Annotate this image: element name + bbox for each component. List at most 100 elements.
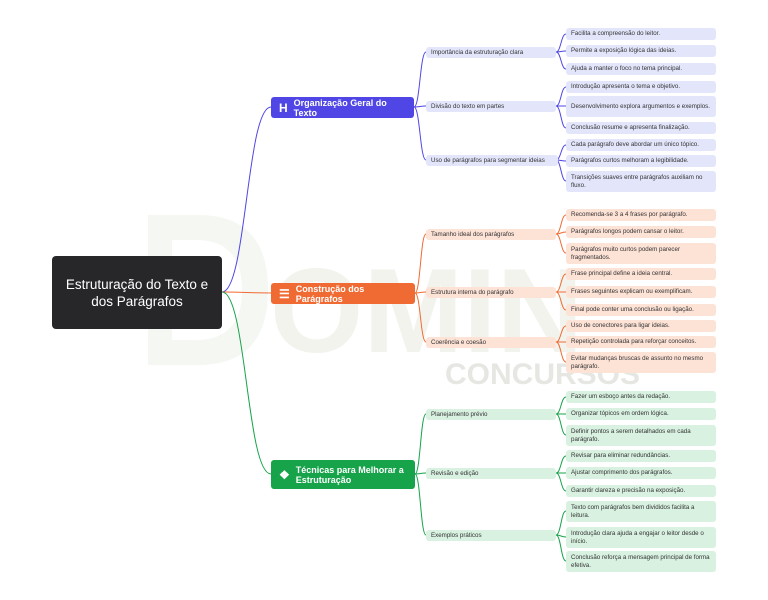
leaf-node[interactable]: Introdução apresenta o tema e objetivo.	[566, 81, 716, 93]
leaf-text: Garantir clareza e precisão na exposição…	[571, 487, 686, 495]
connector-line	[555, 455, 567, 474]
leaf-text: Uso de conectores para ligar ideias.	[571, 322, 670, 330]
leaf-text: Fazer um esboço antes da redação.	[571, 393, 671, 401]
subtopic-node[interactable]: Estrutura interna do parágrafo	[426, 287, 556, 298]
connector-line	[221, 291, 272, 294]
leaf-node[interactable]: Organizar tópicos em ordem lógica.	[566, 408, 716, 420]
leaf-node[interactable]: Parágrafos muito curtos podem parecer fr…	[566, 243, 716, 264]
leaf-text: Parágrafos curtos melhoram a legibilidad…	[571, 157, 689, 165]
leaf-text: Transições suaves entre parágrafos auxil…	[571, 173, 703, 189]
branch-label: Organização Geral do Texto	[293, 97, 387, 118]
leaf-node[interactable]: Cada parágrafo deve abordar um único tóp…	[566, 139, 716, 151]
connector-line	[555, 214, 567, 235]
subtopic-node[interactable]: Divisão do texto em partes	[426, 101, 556, 112]
connector-line	[555, 510, 567, 536]
connector-line	[413, 51, 427, 108]
connector-line	[414, 413, 427, 475]
subtopic-label: Coerência e coesão	[431, 339, 487, 346]
root-node[interactable]: Estruturação do Texto e dos Parágrafos	[52, 256, 222, 329]
leaf-node[interactable]: Evitar mudanças bruscas de assunto no me…	[566, 352, 716, 373]
leaf-node[interactable]: Conclusão resume e apresenta finalização…	[566, 122, 716, 134]
subtopic-label: Importância da estruturação clara	[431, 49, 524, 56]
leaf-text: Evitar mudanças bruscas de assunto no me…	[571, 354, 704, 370]
connector-line	[555, 231, 567, 235]
subtopic-node[interactable]: Exemplos práticos	[426, 530, 556, 541]
leaf-text: Introdução clara ajuda a engajar o leito…	[571, 529, 704, 545]
leaf-text: Cada parágrafo deve abordar um único tóp…	[571, 141, 699, 149]
leaf-text: Permite a exposição lógica das ideias.	[571, 47, 677, 55]
leaf-node[interactable]: Ajustar comprimento dos parágrafos.	[566, 467, 716, 479]
connector-line	[413, 105, 427, 108]
leaf-node[interactable]: Definir pontos a serem detalhados em cad…	[566, 425, 716, 446]
connector-line	[555, 413, 567, 436]
leaf-text: Final pode conter uma conclusão ou ligaç…	[571, 306, 694, 314]
leaf-node[interactable]: Fazer um esboço antes da redação.	[566, 391, 716, 403]
subtopic-node[interactable]: Tamanho ideal dos parágrafos	[426, 229, 556, 240]
leaf-text: Frases seguintes explicam ou exemplifica…	[571, 288, 693, 296]
subtopic-label: Exemplos práticos	[431, 532, 482, 539]
leaf-text: Ajuda a manter o foco no tema principal.	[571, 65, 683, 73]
subtopic-label: Divisão do texto em partes	[431, 103, 505, 110]
branch-organizacao[interactable]: H Organização Geral do Texto	[271, 97, 414, 118]
leaf-node[interactable]: Texto com parágrafos bem divididos facil…	[566, 501, 716, 522]
connector-line	[555, 396, 567, 415]
subtopic-node[interactable]: Revisão e edição	[426, 468, 556, 479]
leaf-text: Conclusão reforça a mensagem principal d…	[571, 553, 710, 569]
leaf-text: Parágrafos longos podem cansar o leitor.	[571, 228, 684, 236]
leaf-node[interactable]: Frase principal define a ideia central.	[566, 268, 716, 280]
leaf-text: Ajustar comprimento dos parágrafos.	[571, 469, 673, 477]
branch-tecnicas[interactable]: ❖ Técnicas para Melhorar a Estruturação	[271, 460, 415, 489]
connector-line	[555, 291, 567, 311]
connector-line	[555, 472, 567, 492]
leaf-node[interactable]: Conclusão reforça a mensagem principal d…	[566, 551, 716, 572]
leaf-node[interactable]: Repetição controlada para reforçar conce…	[566, 336, 716, 348]
subtopic-label: Revisão e edição	[431, 470, 479, 477]
subtopic-node[interactable]: Planejamento prévio	[426, 409, 556, 420]
leaf-node[interactable]: Facilita a compreensão do leitor.	[566, 28, 716, 40]
leaf-node[interactable]: Garantir clareza e precisão na exposição…	[566, 485, 716, 497]
connector-line	[555, 33, 567, 53]
leaf-text: Frase principal define a ideia central.	[571, 270, 673, 278]
connector-line	[555, 50, 567, 53]
heading-icon: H	[279, 100, 288, 115]
leaf-node[interactable]: Uso de conectores para ligar ideias.	[566, 320, 716, 332]
subtopic-label: Tamanho ideal dos parágrafos	[431, 231, 515, 238]
leaf-node[interactable]: Ajuda a manter o foco no tema principal.	[566, 63, 716, 75]
connector-line	[555, 341, 567, 363]
leaf-text: Desenvolvimento explora argumentos e exe…	[571, 102, 710, 110]
connector-line	[414, 292, 427, 343]
paragraph-list-icon: ☰	[279, 286, 290, 301]
leaf-text: Definir pontos a serem detalhados em cad…	[571, 427, 691, 443]
subtopic-node[interactable]: Coerência e coesão	[426, 337, 556, 348]
branch-construcao[interactable]: ☰ Construção dos Parágrafos	[271, 283, 415, 304]
root-title: Estruturação do Texto e dos Parágrafos	[65, 276, 209, 309]
leaf-text: Introdução apresenta o tema e objetivo.	[571, 83, 681, 91]
watermark-letters: OMIN	[270, 244, 583, 378]
branch-label: Construção dos Parágrafos	[295, 283, 365, 304]
leaf-node[interactable]: Revisar para eliminar redundâncias.	[566, 450, 716, 462]
leaf-text: Parágrafos muito curtos podem parecer fr…	[571, 245, 681, 261]
leaf-node[interactable]: Frases seguintes explicam ou exemplifica…	[566, 286, 716, 298]
leaf-node[interactable]: Recomenda-se 3 a 4 frases por parágrafo.	[566, 209, 716, 221]
connector-line	[555, 273, 567, 293]
subtopic-node[interactable]: Importância da estruturação clara	[426, 47, 556, 58]
connector-line	[555, 105, 567, 129]
leaf-node[interactable]: Transições suaves entre parágrafos auxil…	[566, 171, 716, 192]
connector-line	[414, 472, 427, 475]
leaf-node[interactable]: Parágrafos curtos melhoram a legibilidad…	[566, 155, 716, 167]
connector-line	[414, 233, 427, 294]
subtopic-label: Uso de parágrafos para segmentar ideias	[431, 157, 545, 164]
leaf-node[interactable]: Desenvolvimento explora argumentos e exe…	[566, 96, 716, 117]
leaf-text: Conclusão resume e apresenta finalização…	[571, 124, 690, 132]
connector-line	[221, 291, 272, 475]
connector-line	[555, 233, 567, 254]
leaf-text: Facilita a compreensão do leitor.	[571, 30, 661, 38]
subtopic-node[interactable]: Uso de parágrafos para segmentar ideias	[426, 155, 558, 166]
leaf-node[interactable]: Permite a exposição lógica das ideias.	[566, 45, 716, 57]
leaf-node[interactable]: Final pode conter uma conclusão ou ligaç…	[566, 304, 716, 316]
leaf-node[interactable]: Introdução clara ajuda a engajar o leito…	[566, 527, 716, 548]
subtopic-label: Estrutura interna do parágrafo	[431, 289, 514, 296]
connector-line	[414, 291, 427, 294]
leaf-node[interactable]: Parágrafos longos podem cansar o leitor.	[566, 226, 716, 238]
connector-line	[555, 325, 567, 343]
